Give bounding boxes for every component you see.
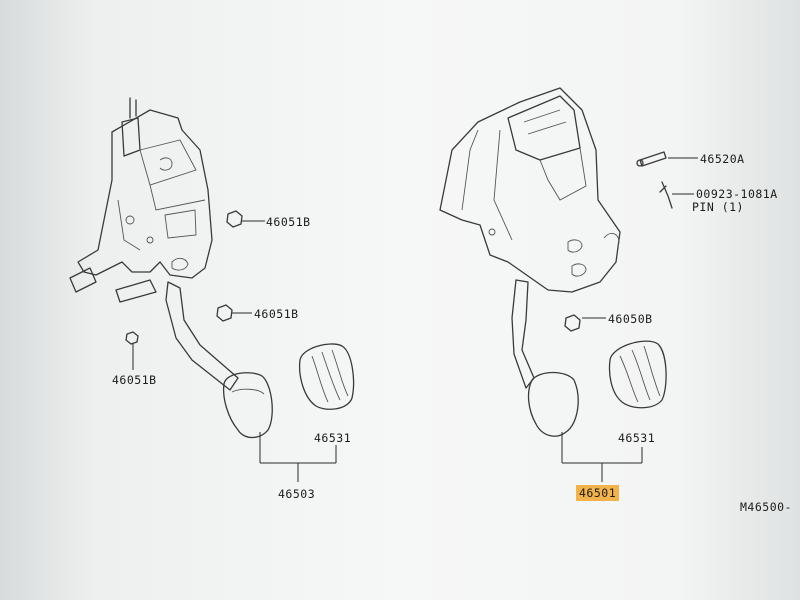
left-brake-pad: [298, 343, 355, 410]
part-label-assembly-right-highlighted: 46501: [576, 485, 620, 501]
part-label-clip-number: 00923-1081A: [696, 187, 778, 201]
part-label-nut-right: 46050B: [608, 312, 653, 326]
right-pedal-arm: [511, 279, 579, 437]
left-leader-lines: [132, 220, 337, 482]
part-label-clip-desc: PIN (1): [692, 200, 744, 214]
left-pedal-bracket: [69, 97, 213, 303]
part-label-nut-left-mid: 46051B: [254, 307, 299, 321]
part-label-nut-left-top: 46051B: [266, 215, 311, 229]
diagram-code: M46500-: [740, 500, 792, 514]
right-leader-lines: [561, 157, 698, 482]
right-small-parts: [564, 151, 673, 332]
part-label-pad-left: 46531: [314, 431, 352, 445]
left-pedal-arm: [165, 281, 273, 439]
part-label-assembly-left: 46503: [278, 487, 316, 501]
right-pedal-bracket: [439, 87, 621, 293]
left-nuts: [125, 210, 243, 345]
part-label-pad-right: 46531: [618, 431, 656, 445]
right-accel-pad: [608, 340, 667, 409]
part-label-pin-top: 46520A: [700, 152, 745, 166]
part-label-nut-left-bottom: 46051B: [112, 373, 157, 387]
